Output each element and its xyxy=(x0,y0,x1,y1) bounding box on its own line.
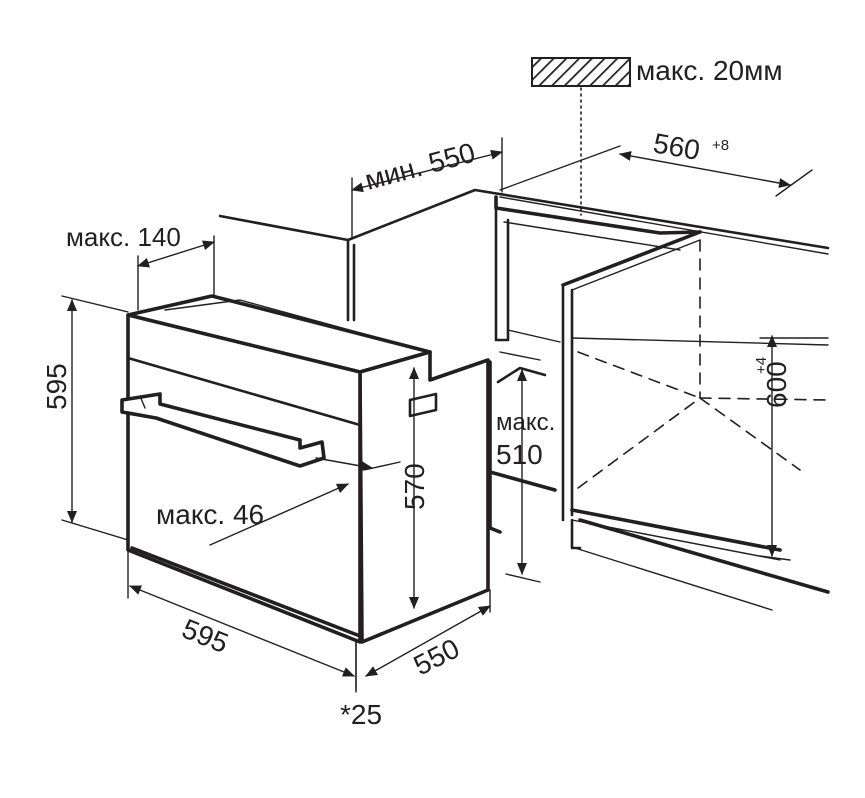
label-max-510-value: 510 xyxy=(496,439,543,470)
top-gap-hatch xyxy=(531,57,631,87)
label-niche-height-tolerance: +4 xyxy=(753,357,770,374)
label-min-depth: мин. 550 xyxy=(362,137,479,196)
label-height-570: 570 xyxy=(399,463,430,510)
label-height-595: 595 xyxy=(41,363,72,410)
label-niche-width-tolerance: +8 xyxy=(712,137,729,154)
label-niche-height: 600 xyxy=(761,361,792,408)
label-width-595: 595 xyxy=(178,613,233,659)
label-gap-top: макс. 20мм xyxy=(636,55,783,86)
label-max-510-word: макс. xyxy=(496,409,555,436)
label-max-46: макс. 46 xyxy=(156,499,264,530)
label-niche-width: 560 xyxy=(651,127,702,166)
cabinet-niche xyxy=(218,87,830,611)
oven xyxy=(120,294,490,644)
label-max-140: макс. 140 xyxy=(66,222,181,252)
label-depth-550: 550 xyxy=(409,633,465,682)
dimension-lines xyxy=(61,57,829,693)
label-footnote: *25 xyxy=(340,699,382,730)
